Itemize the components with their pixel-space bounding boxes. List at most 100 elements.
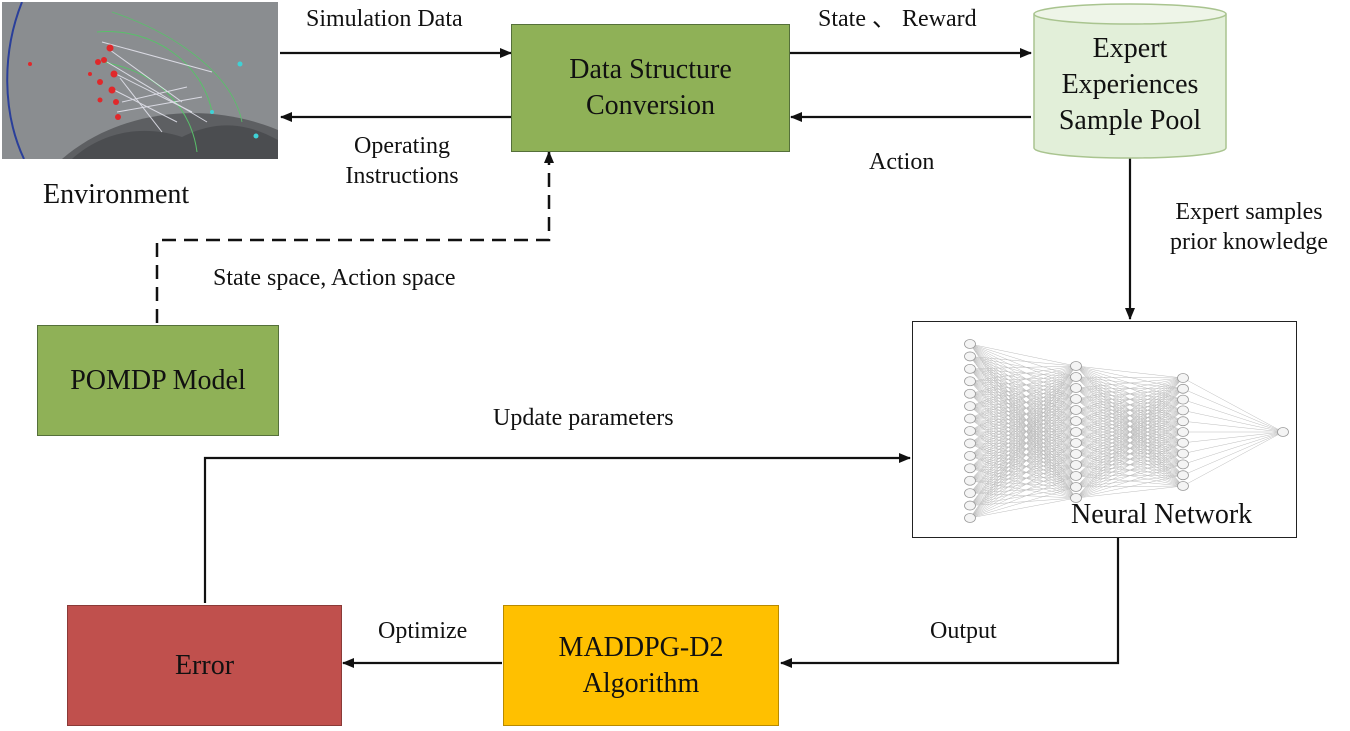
nn-connection: [969, 365, 1077, 481]
nn-connection: [969, 431, 1077, 469]
nn-connection: [1075, 420, 1184, 499]
operating-line-1: Operating: [354, 133, 450, 159]
nn-node: [1070, 438, 1082, 448]
environment-image: [2, 2, 278, 159]
nn-connection: [969, 486, 1077, 506]
nn-node: [1070, 372, 1082, 382]
algorithm-line-1: MADDPG-D2: [558, 631, 724, 663]
nn-connection: [1075, 431, 1184, 499]
nn-connection: [1075, 485, 1184, 499]
nn-connection: [969, 431, 1077, 457]
nn-connection: [969, 430, 1077, 433]
nn-node: [964, 413, 976, 424]
nn-connection: [969, 409, 1077, 469]
nn-connection: [969, 409, 1077, 419]
nn-connection: [969, 464, 1077, 506]
nn-connection: [969, 368, 1077, 455]
nn-node: [964, 339, 976, 349]
nn-connection: [969, 368, 1077, 378]
nn-connection: [969, 365, 1077, 444]
nn-connection: [969, 387, 1077, 519]
nn-connection: [969, 492, 1077, 499]
environment-label: Environment: [43, 179, 190, 210]
nn-connection: [969, 368, 1077, 433]
nn-connection: [969, 453, 1077, 494]
nn-node: [964, 488, 976, 499]
nn-node: [964, 450, 976, 461]
nn-connection: [1182, 431, 1284, 487]
nn-connection: [969, 442, 1077, 506]
nn-connection: [969, 443, 1077, 499]
nn-connection: [1075, 377, 1184, 389]
expert-pool-line-2: Experiences: [1061, 69, 1199, 100]
nn-connection: [969, 356, 1077, 422]
nn-connection: [969, 376, 1077, 432]
expert-pool-cylinder: [1033, 3, 1227, 159]
arrow-state-action-space: [155, 151, 554, 323]
nn-connection: [969, 443, 1077, 455]
nn-connection: [969, 431, 1077, 481]
nn-node: [1177, 394, 1189, 405]
nn-connection: [969, 376, 1077, 469]
nn-connection: [969, 497, 1077, 519]
nn-connection: [1075, 377, 1184, 444]
nn-connection: [969, 464, 1077, 519]
nn-connection: [969, 356, 1077, 367]
nn-connection: [969, 343, 1077, 455]
nn-connection: [969, 365, 1077, 519]
nn-connection: [969, 453, 1077, 519]
nn-connection: [969, 343, 1077, 411]
nn-node: [964, 438, 976, 449]
nn-connection: [969, 376, 1077, 444]
nn-connection: [969, 442, 1077, 469]
algorithm-line-2: Algorithm: [582, 667, 700, 699]
nn-connection: [969, 453, 1077, 469]
nn-node: [964, 500, 976, 511]
nn-connection: [969, 431, 1077, 506]
nn-connection: [969, 356, 1077, 455]
nn-connection: [1182, 377, 1284, 433]
nn-connection: [969, 430, 1077, 455]
nn-connection: [1075, 399, 1184, 499]
nn-connection: [969, 387, 1077, 457]
nn-connection: [969, 398, 1077, 481]
nn-node: [964, 376, 976, 387]
nn-connection: [969, 368, 1077, 444]
nn-connection: [969, 365, 1077, 419]
nn-connection: [1075, 388, 1184, 499]
nn-connection: [969, 431, 1077, 519]
nn-connection: [969, 420, 1077, 481]
expert-samples-line-2: prior knowledge: [1170, 229, 1328, 255]
nn-node: [1070, 493, 1082, 503]
nn-connection: [969, 431, 1077, 444]
nn-connection: [969, 409, 1077, 494]
simulation-data-label: Simulation Data: [306, 6, 463, 32]
nn-node: [1177, 481, 1189, 491]
nn-node: [1177, 427, 1189, 437]
neural-network-graphic: [964, 339, 1289, 523]
nn-connection: [969, 365, 1077, 394]
expert-samples-line-1: Expert samples: [1175, 199, 1323, 225]
nn-node: [1070, 394, 1082, 404]
expert-pool-line-3: Sample Pool: [1058, 105, 1202, 136]
data-structure-line-2: Conversion: [585, 90, 716, 121]
nn-connection: [969, 455, 1077, 488]
nn-connection: [969, 398, 1077, 444]
nn-connection: [969, 343, 1077, 367]
nn-node: [1177, 416, 1189, 427]
nn-connection: [969, 409, 1077, 432]
nn-node: [964, 475, 976, 486]
nn-node: [1070, 449, 1082, 459]
nn-connection: [969, 376, 1077, 481]
nn-connection: [969, 365, 1077, 494]
algorithm-box: MADDPG-D2 Algorithm: [503, 605, 779, 726]
nn-node: [1177, 437, 1189, 448]
nn-connection: [969, 398, 1077, 494]
nn-connection: [1075, 376, 1184, 379]
nn-connection: [969, 398, 1077, 506]
nn-connection: [969, 365, 1077, 457]
pomdp-model-box: POMDP Model: [37, 325, 279, 436]
state-action-space-label: State space, Action space: [213, 265, 456, 291]
nn-connection: [969, 430, 1077, 499]
